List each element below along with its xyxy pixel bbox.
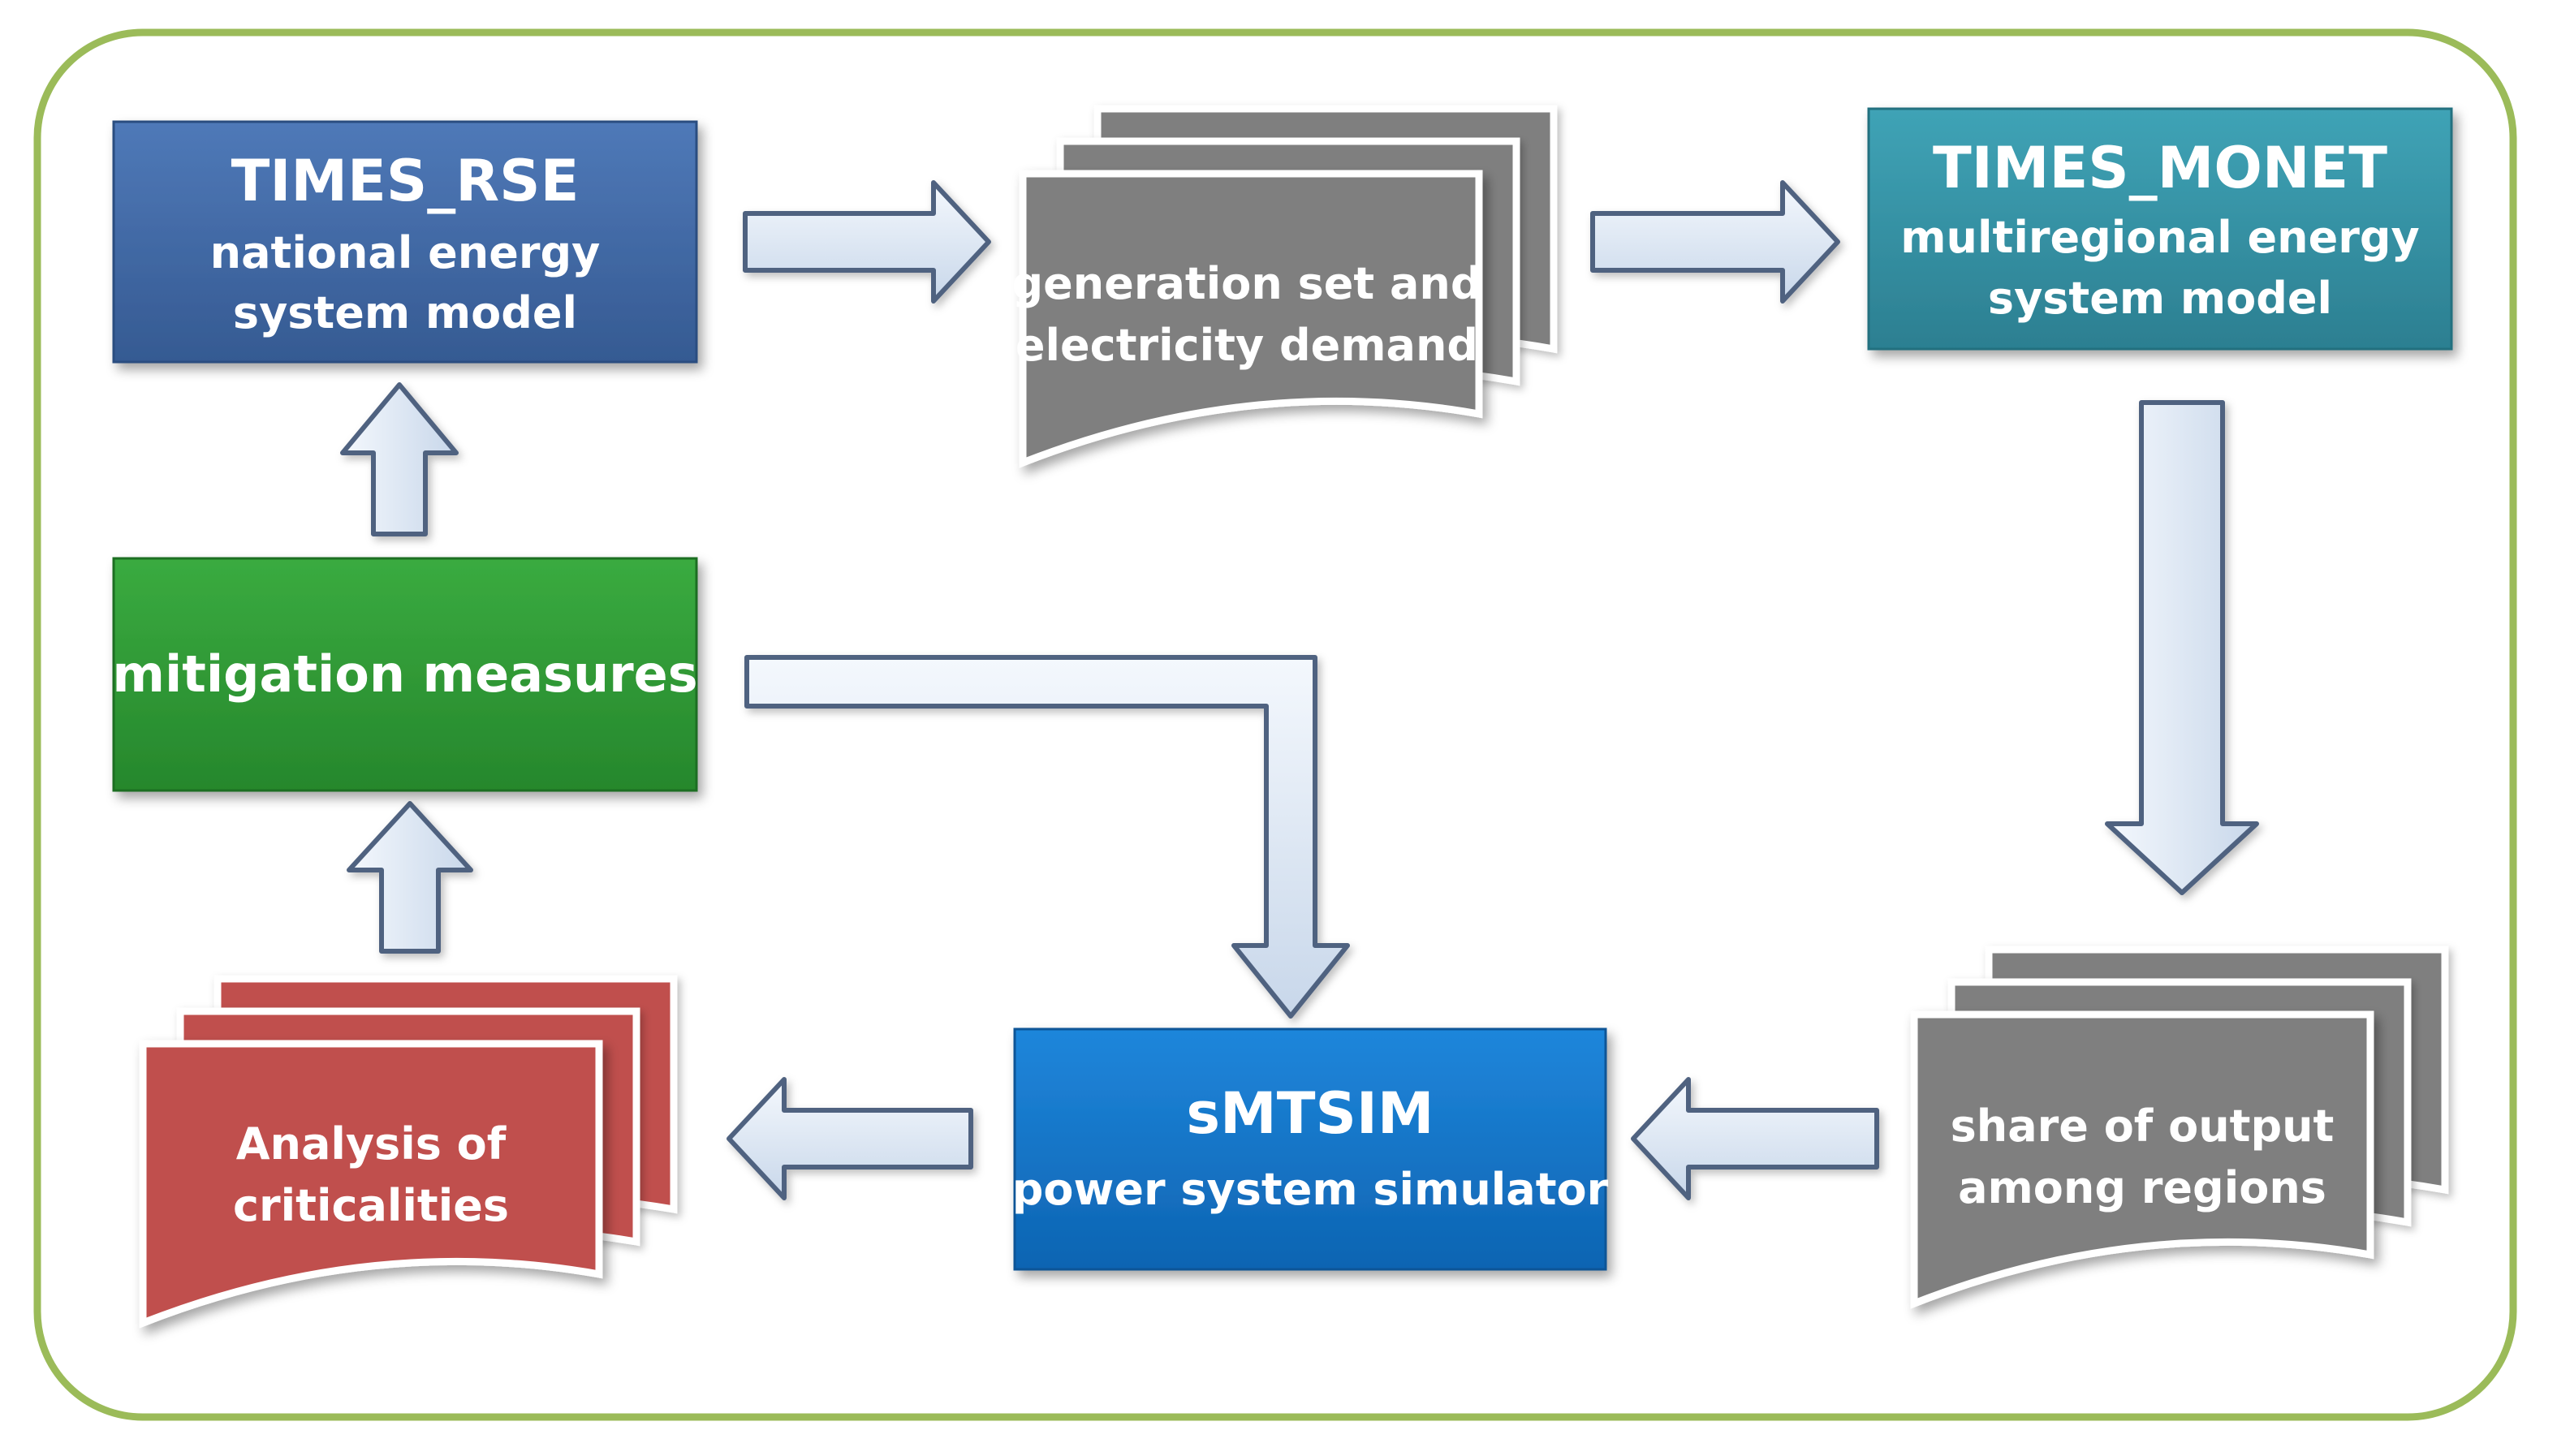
arrow-smtsim-to-analysis <box>727 1077 973 1200</box>
mitigation-box <box>112 557 698 792</box>
node-mitigation: mitigation measures <box>112 557 698 792</box>
arrow-up-icon <box>340 382 459 536</box>
times-rse-line2: system model <box>233 287 577 338</box>
arrow-mitigation-to-rse <box>340 382 459 536</box>
arrow-mitigation-to-smtsim <box>744 655 1350 1019</box>
arrow-analysis-to-mitigation <box>347 801 473 954</box>
arrow-left-icon <box>1631 1077 1879 1200</box>
share-doc-line2: among regions <box>1958 1162 2326 1213</box>
elbow-arrow-icon <box>744 655 1350 1019</box>
times-rse-line1: national energy <box>210 227 601 278</box>
arrow-left-icon <box>727 1077 973 1200</box>
arrow-up-icon <box>347 801 473 954</box>
times-monet-box <box>1867 107 2453 351</box>
arrow-share-to-smtsim <box>1631 1077 1879 1200</box>
node-times-monet: TIMES_MONET multiregional energy system … <box>1867 107 2453 351</box>
arrow-down-icon <box>2105 400 2259 895</box>
share-doc-front <box>1910 1010 2374 1309</box>
mitigation-label: mitigation measures <box>112 644 697 704</box>
node-generation-doc: generation set and electricity demand <box>1012 105 1558 468</box>
node-times-rse: TIMES_RSE national energy system model <box>112 120 698 364</box>
smtsim-line1: power system simulator <box>1012 1164 1609 1215</box>
times-monet-title: TIMES_MONET <box>1933 135 2387 201</box>
analysis-doc-front <box>139 1040 603 1329</box>
analysis-doc-line2: criticalities <box>233 1180 509 1231</box>
arrow-right-icon <box>743 180 991 304</box>
arrow-right-icon <box>1590 180 1840 304</box>
node-analysis-doc: Analysis of criticalities <box>139 975 678 1329</box>
arrow-rse-to-generation <box>743 180 991 304</box>
times-monet-line2: system model <box>1988 273 2332 324</box>
smtsim-box <box>1013 1027 1607 1271</box>
times-rse-title: TIMES_RSE <box>231 148 580 214</box>
node-share-doc: share of output among regions <box>1910 946 2449 1309</box>
share-doc-line1: share of output <box>1951 1101 2335 1152</box>
arrow-generation-to-monet <box>1590 180 1840 304</box>
generation-doc-front <box>1019 170 1483 468</box>
node-smtsim: sMTSIM power system simulator <box>1012 1027 1609 1271</box>
generation-doc-line2: electricity demand <box>1015 320 1478 371</box>
analysis-doc-line1: Analysis of <box>236 1118 507 1170</box>
smtsim-title: sMTSIM <box>1186 1080 1434 1147</box>
generation-doc-line1: generation set and <box>1012 258 1482 309</box>
arrow-monet-to-share <box>2105 400 2259 895</box>
times-rse-box <box>112 120 698 364</box>
times-monet-line1: multiregional energy <box>1900 212 2419 263</box>
